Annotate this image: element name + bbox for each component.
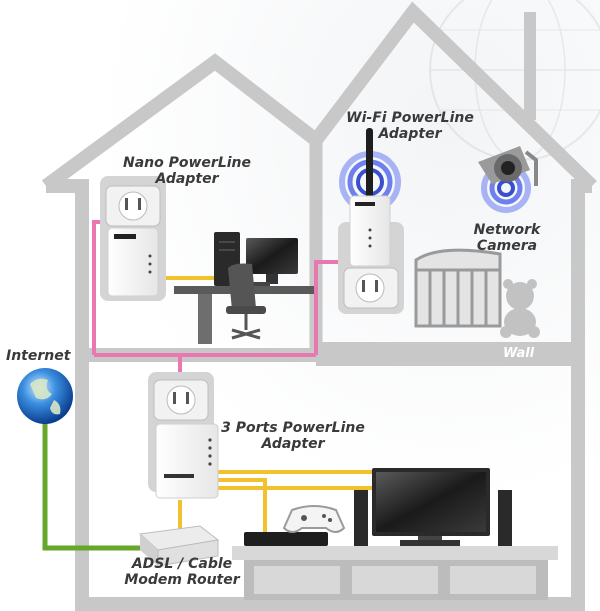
nano-adapter-label: Nano PowerLine Adapter [112,155,262,187]
modem-router-label: ADSL / Cable Modem Router [112,556,252,588]
internet-label: Internet [6,348,71,364]
network-camera-icon [478,146,538,213]
three-ports-adapter-label-line2: Adapter [261,436,325,452]
three-ports-adapter-label: 3 Ports PowerLine Adapter [218,420,368,452]
wifi-powerline-adapter[interactable] [338,128,404,314]
wall-label: Wall [503,346,535,361]
game-controller-icon [282,505,346,533]
globe-icon [17,368,73,424]
three-ports-adapter-label-line1: 3 Ports PowerLine [221,420,365,436]
network-camera-label-line1: Network [473,222,541,238]
teddy-bear [500,279,540,338]
network-camera-label: Network Camera [468,222,546,254]
nano-adapter-label-line2: Adapter [155,171,219,187]
wifi-adapter-label-line1: Wi-Fi PowerLine [346,110,474,126]
crib [414,248,502,328]
speaker-right [498,490,512,546]
network-camera-label-line2: Camera [476,238,538,254]
television [372,468,490,546]
desktop-computer [174,232,314,344]
wall-band [316,342,578,366]
wifi-adapter-label-line2: Adapter [378,126,442,142]
nano-powerline-adapter[interactable] [100,176,166,301]
tv-cabinet [232,546,558,600]
nano-adapter-label-line1: Nano PowerLine [122,155,252,171]
game-console [244,532,328,546]
speaker-left [354,490,368,546]
modem-router-label-line2: Modem Router [124,572,240,588]
modem-router[interactable] [138,525,220,567]
modem-router-label-line1: ADSL / Cable [131,556,233,572]
wifi-adapter-label: Wi-Fi PowerLine Adapter [330,110,490,142]
three-ports-powerline-adapter[interactable] [148,372,219,499]
internet-line [42,420,155,551]
